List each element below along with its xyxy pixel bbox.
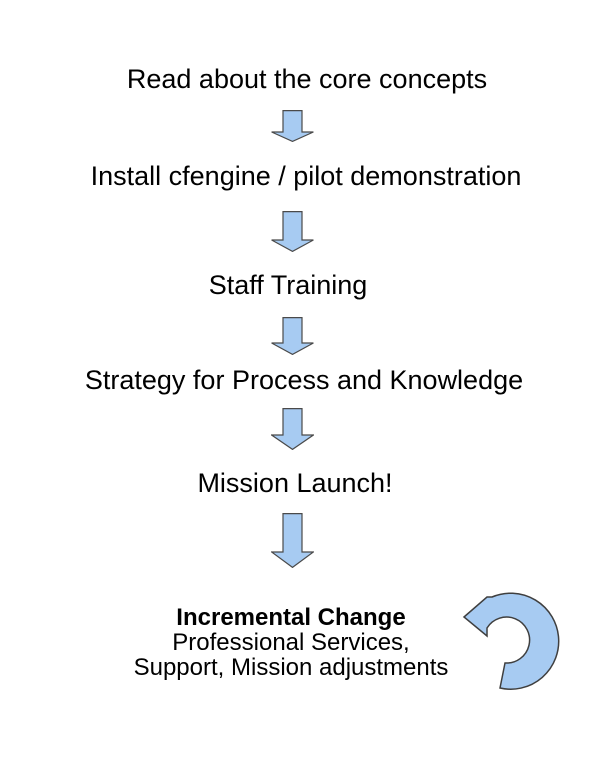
down-arrow-icon — [271, 408, 314, 450]
down-arrow-icon — [271, 513, 314, 568]
final-step-line3: Support, Mission adjustments — [133, 654, 449, 681]
step-3-label: Staff Training — [208, 270, 368, 300]
down-arrow-shape — [271, 408, 314, 450]
down-arrow-icon — [271, 110, 314, 142]
down-arrow-shape — [271, 110, 314, 142]
down-arrow-shape — [271, 317, 314, 355]
down-arrow-icon — [271, 317, 314, 355]
down-arrow-shape — [271, 513, 314, 568]
step-4-label: Strategy for Process and Knowledge — [84, 365, 524, 395]
final-step-line2: Professional Services, — [172, 629, 410, 656]
down-arrow-icon — [271, 211, 314, 252]
loop-arrow-icon — [462, 592, 560, 690]
step-2-label: Install cfengine / pilot demonstration — [90, 161, 522, 191]
step-1-label: Read about the core concepts — [126, 64, 488, 94]
step-5-label: Mission Launch! — [197, 468, 393, 498]
down-arrow-shape — [271, 211, 314, 252]
loop-arrow-shape — [462, 592, 560, 690]
final-step: Incremental Change Professional Services… — [134, 605, 449, 680]
final-step-title: Incremental Change — [176, 604, 406, 631]
